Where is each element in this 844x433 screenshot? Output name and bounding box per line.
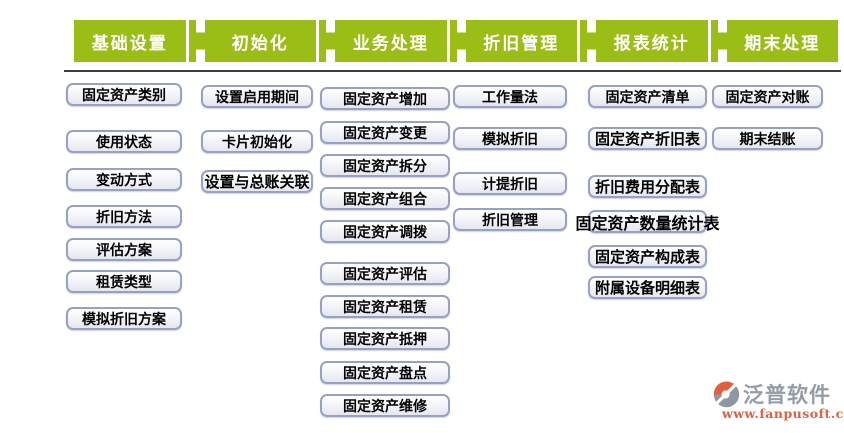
module-item-box: 折旧方法 bbox=[66, 205, 182, 228]
module-item-box: 固定资产维修 bbox=[320, 394, 450, 417]
module-item-box: 固定资产盘点 bbox=[320, 361, 450, 384]
brand-row: 泛普软件 bbox=[712, 379, 838, 409]
module-item-box: 固定资产评估 bbox=[320, 262, 450, 285]
module-item-box: 固定资产数量统计表 bbox=[576, 210, 720, 233]
module-item-box: 固定资产抵押 bbox=[320, 327, 450, 350]
connector-slat bbox=[710, 20, 718, 62]
module-item-box: 固定资产增加 bbox=[320, 87, 450, 110]
connector-slat bbox=[319, 20, 326, 62]
module-item-box: 附属设备明细表 bbox=[588, 276, 707, 299]
tab-bar-underline bbox=[64, 70, 841, 72]
connector-bridge bbox=[195, 32, 205, 50]
connector-slat bbox=[188, 20, 196, 62]
module-item-box: 固定资产租赁 bbox=[320, 295, 450, 318]
module-item-box: 固定资产拆分 bbox=[320, 154, 450, 177]
module-item-box: 固定资产变更 bbox=[320, 121, 450, 144]
connector-bridge bbox=[326, 32, 335, 50]
tab-connector bbox=[708, 20, 727, 62]
module-item-box: 固定资产调拨 bbox=[320, 220, 450, 243]
module-item-box: 评估方案 bbox=[66, 238, 182, 261]
module-tab-2: 初始化 bbox=[204, 20, 316, 62]
module-tab-1: 基础设置 bbox=[74, 20, 186, 62]
module-item-box: 使用状态 bbox=[66, 130, 182, 153]
module-item-box: 租赁类型 bbox=[66, 270, 182, 293]
fanpu-logo-icon bbox=[713, 381, 740, 407]
connector-bridge bbox=[456, 32, 466, 50]
module-tab-4: 折旧管理 bbox=[465, 20, 577, 62]
brand-name: 泛普软件 bbox=[743, 383, 831, 407]
connector-slat bbox=[580, 20, 587, 62]
tab-connector bbox=[447, 20, 466, 62]
brand-url: www.fanpusoft.com bbox=[722, 406, 844, 421]
connector-slat bbox=[449, 20, 457, 62]
module-item-box: 固定资产构成表 bbox=[588, 245, 707, 268]
module-item-box: 变动方式 bbox=[66, 168, 182, 191]
module-item-box: 折旧管理 bbox=[453, 208, 567, 231]
module-item-box: 设置与总账关联 bbox=[201, 170, 313, 193]
tab-connector bbox=[186, 20, 205, 62]
connector-bridge bbox=[717, 32, 727, 50]
module-item-box: 模拟折旧 bbox=[453, 127, 567, 150]
connector-bridge bbox=[587, 32, 596, 50]
module-item-box: 工作量法 bbox=[453, 85, 567, 108]
module-item-box: 期末结账 bbox=[712, 127, 823, 150]
module-tab-bar: 基础设置初始化业务处理折旧管理报表统计期末处理 bbox=[74, 20, 838, 62]
module-item-box: 固定资产组合 bbox=[320, 187, 450, 210]
module-item-box: 固定资产折旧表 bbox=[588, 127, 707, 150]
module-item-box: 计提折旧 bbox=[453, 172, 567, 195]
tab-connector bbox=[316, 20, 335, 62]
module-item-box: 设置启用期间 bbox=[201, 85, 313, 108]
module-item-box: 模拟折旧方案 bbox=[66, 307, 182, 330]
module-tab-3: 业务处理 bbox=[335, 20, 447, 62]
module-item-box: 折旧费用分配表 bbox=[588, 175, 707, 198]
module-tab-6: 期末处理 bbox=[726, 20, 838, 62]
module-item-box: 固定资产对账 bbox=[712, 85, 823, 108]
watermark: 泛普软件 www.fanpusoft.com bbox=[712, 379, 844, 421]
module-item-box: 卡片初始化 bbox=[201, 130, 313, 153]
tab-connector bbox=[577, 20, 596, 62]
module-tab-5: 报表统计 bbox=[596, 20, 708, 62]
module-item-box: 固定资产类别 bbox=[66, 83, 182, 106]
module-item-box: 固定资产清单 bbox=[588, 85, 707, 108]
